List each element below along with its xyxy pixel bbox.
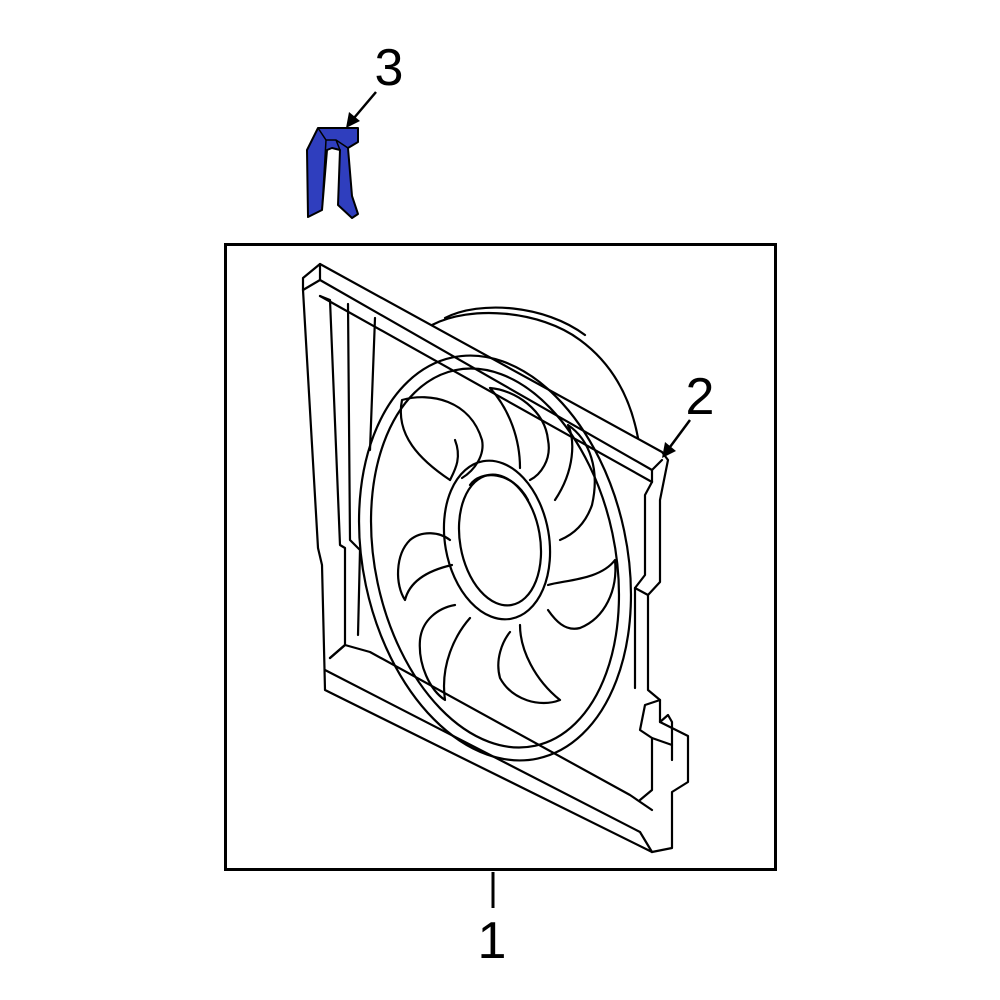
fan-ring-outer — [357, 354, 633, 762]
callout-3-leader — [346, 91, 377, 128]
fan-shroud-assembly[interactable] — [301, 262, 690, 854]
fan-blade — [418, 603, 472, 702]
retaining-clip-fold — [317, 127, 349, 211]
fan-hub-outer — [442, 459, 552, 621]
fan-blade — [553, 423, 596, 542]
fan-blade — [488, 386, 550, 482]
assembly-frame — [224, 243, 777, 871]
retaining-clip-body — [306, 127, 359, 219]
motor-housing — [430, 311, 640, 440]
callout-number-2: 2 — [686, 368, 715, 426]
fan-blade — [546, 558, 617, 630]
fan-hub-inner — [457, 473, 543, 607]
callout-2-leader — [662, 419, 692, 458]
fan-blade — [396, 532, 454, 602]
retaining-clip-part[interactable] — [306, 127, 359, 219]
fan-blade — [497, 623, 562, 705]
shroud-outline — [301, 262, 690, 854]
callout-number-3: 3 — [375, 39, 404, 97]
fan-blade — [448, 438, 459, 482]
callout-number-1: 1 — [478, 912, 507, 970]
fan-blade — [399, 396, 484, 482]
fan-ring-inner — [369, 367, 621, 749]
